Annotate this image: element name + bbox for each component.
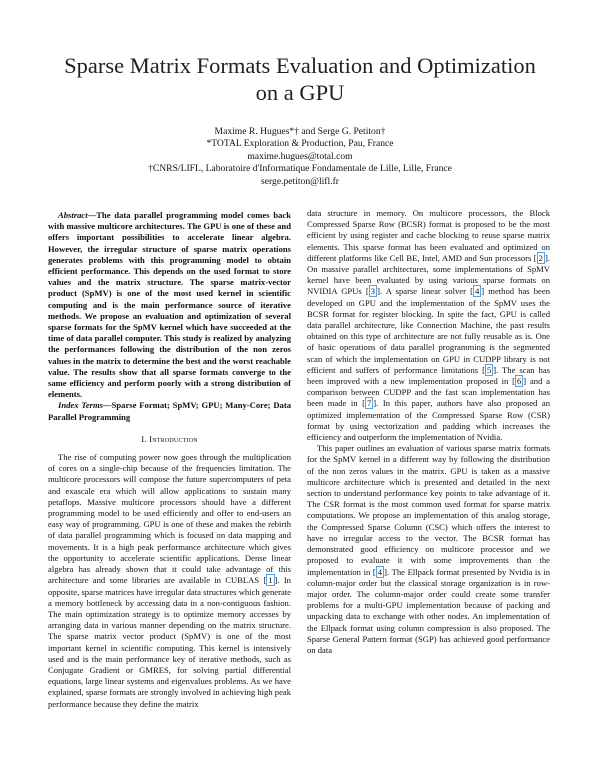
text-run: . The scan has been improved with a new … <box>307 364 550 387</box>
text-run: . In opposite, sparse matrices have irre… <box>48 575 291 709</box>
text-run: This paper outlines an evaluation of var… <box>307 443 550 577</box>
paper-title: Sparse Matrix Formats Evaluation and Opt… <box>40 52 560 106</box>
text-run: and a comparison between CUDPP and the f… <box>307 376 550 409</box>
text-run: data structure in memory. On multicore p… <box>307 208 550 263</box>
left-column: Abstract—The data parallel programming m… <box>48 210 291 710</box>
index-terms-label: Index Terms <box>58 400 104 411</box>
email-1: maxime.hugues@total.com <box>247 150 353 162</box>
section-heading: I. Introduction <box>48 434 291 445</box>
citation-link[interactable]: 1 <box>266 574 275 587</box>
text-run: . A sparse linear solver <box>379 286 471 297</box>
text-run: . The Ellpack format presented by Nvidia… <box>307 566 550 655</box>
abstract-label: Abstract <box>58 210 88 220</box>
intro-paragraph-cont: data structure in memory. On multicore p… <box>307 208 550 443</box>
abstract: Abstract—The data parallel programming m… <box>48 210 291 400</box>
author-block: Maxime R. Hugues*† and Serge G. Petiton†… <box>60 126 540 188</box>
outline-paragraph: This paper outlines an evaluation of var… <box>307 443 550 655</box>
affiliation-2: †CNRS/LIFL, Laboratoire d'Informatique F… <box>148 163 452 175</box>
title-line-1: Sparse Matrix Formats Evaluation and Opt… <box>64 53 536 78</box>
email-2: serge.petiton@lifl.fr <box>261 175 339 187</box>
citation-link[interactable]: 2 <box>536 251 545 264</box>
affiliation-1: *TOTAL Exploration & Production, Pau, Fr… <box>206 138 394 150</box>
citation-link[interactable]: 5 <box>484 363 494 376</box>
abstract-text: —The data parallel programming model com… <box>48 210 291 400</box>
citation-link[interactable]: 7 <box>364 397 374 410</box>
title-line-2: on a GPU <box>255 80 345 105</box>
intro-paragraph: The rise of computing power now goes thr… <box>48 452 291 709</box>
section-title: Introduction <box>149 433 198 444</box>
citation-link[interactable]: 6 <box>514 375 524 388</box>
right-column: data structure in memory. On multicore p… <box>307 208 550 656</box>
index-terms: Index Terms—Sparse Format; SpMV; GPU; Ma… <box>48 400 291 422</box>
author-names: Maxime R. Hugues*† and Serge G. Petiton† <box>214 126 386 137</box>
citation-link[interactable]: 4 <box>472 285 482 298</box>
text-run: method has been developed on GPU and the… <box>307 286 550 375</box>
text-run: . In this paper, authors have also propo… <box>307 398 550 443</box>
text-run: . On massive parallel architectures, som… <box>307 252 550 297</box>
text-run: The rise of computing power now goes thr… <box>48 452 291 586</box>
citation-link[interactable]: 4 <box>375 565 385 578</box>
index-terms-text: —Sparse Format; SpMV; GPU; Many-Core; Da… <box>48 400 291 422</box>
section-number: I. <box>141 433 147 444</box>
citation-link[interactable]: 3 <box>368 285 378 298</box>
